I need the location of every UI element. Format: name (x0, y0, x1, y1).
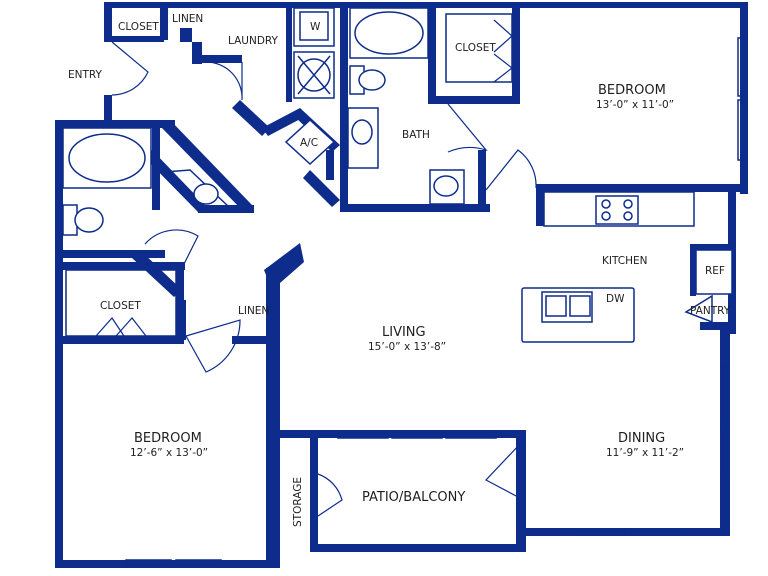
living-size: 15’-0” x 13’-8” (368, 341, 446, 353)
bedroom-2-name: BEDROOM (134, 431, 202, 446)
dining-size: 11’-9” x 11’-2” (606, 447, 684, 459)
bedroom-2-size: 12’-6” x 13’-0” (130, 447, 208, 459)
bedroom-1-size: 13’-0” x 11’-0” (596, 99, 674, 111)
doors (95, 19, 537, 517)
fixtures (62, 7, 733, 343)
closet-top-left-label: CLOSET (118, 21, 159, 33)
entry-label: ENTRY (68, 69, 103, 81)
kitchen-island (521, 287, 635, 343)
ac-unit-icon (284, 118, 336, 166)
ref-label: REF (705, 265, 725, 277)
kitchen-label: KITCHEN (602, 255, 648, 267)
linen-mid-label: LINEN (238, 305, 269, 317)
patio-name: PATIO/BALCONY (362, 490, 465, 505)
windows (125, 37, 745, 567)
pantry-label: PANTRY (690, 305, 731, 317)
closet-bedroom-1-label: CLOSET (455, 42, 496, 54)
dining-name: DINING (618, 431, 665, 446)
ac-label: A/C (300, 137, 318, 149)
storage-label: STORAGE (292, 477, 304, 527)
living-name: LIVING (382, 325, 426, 340)
stove-icon (595, 195, 639, 225)
closet-bedroom-2-label: CLOSET (100, 300, 141, 312)
laundry-label: LAUNDRY (228, 35, 279, 47)
linen-top-label: LINEN (172, 13, 203, 25)
refrigerator-icon (695, 249, 733, 295)
bedroom-1-name: BEDROOM (598, 83, 666, 98)
dw-label: DW (606, 293, 625, 305)
bath-label: BATH (402, 129, 430, 141)
room-labels: CLOSET LINEN LAUNDRY ENTRY W A/C CLOSET … (68, 13, 731, 527)
washer-label: W (310, 21, 321, 33)
